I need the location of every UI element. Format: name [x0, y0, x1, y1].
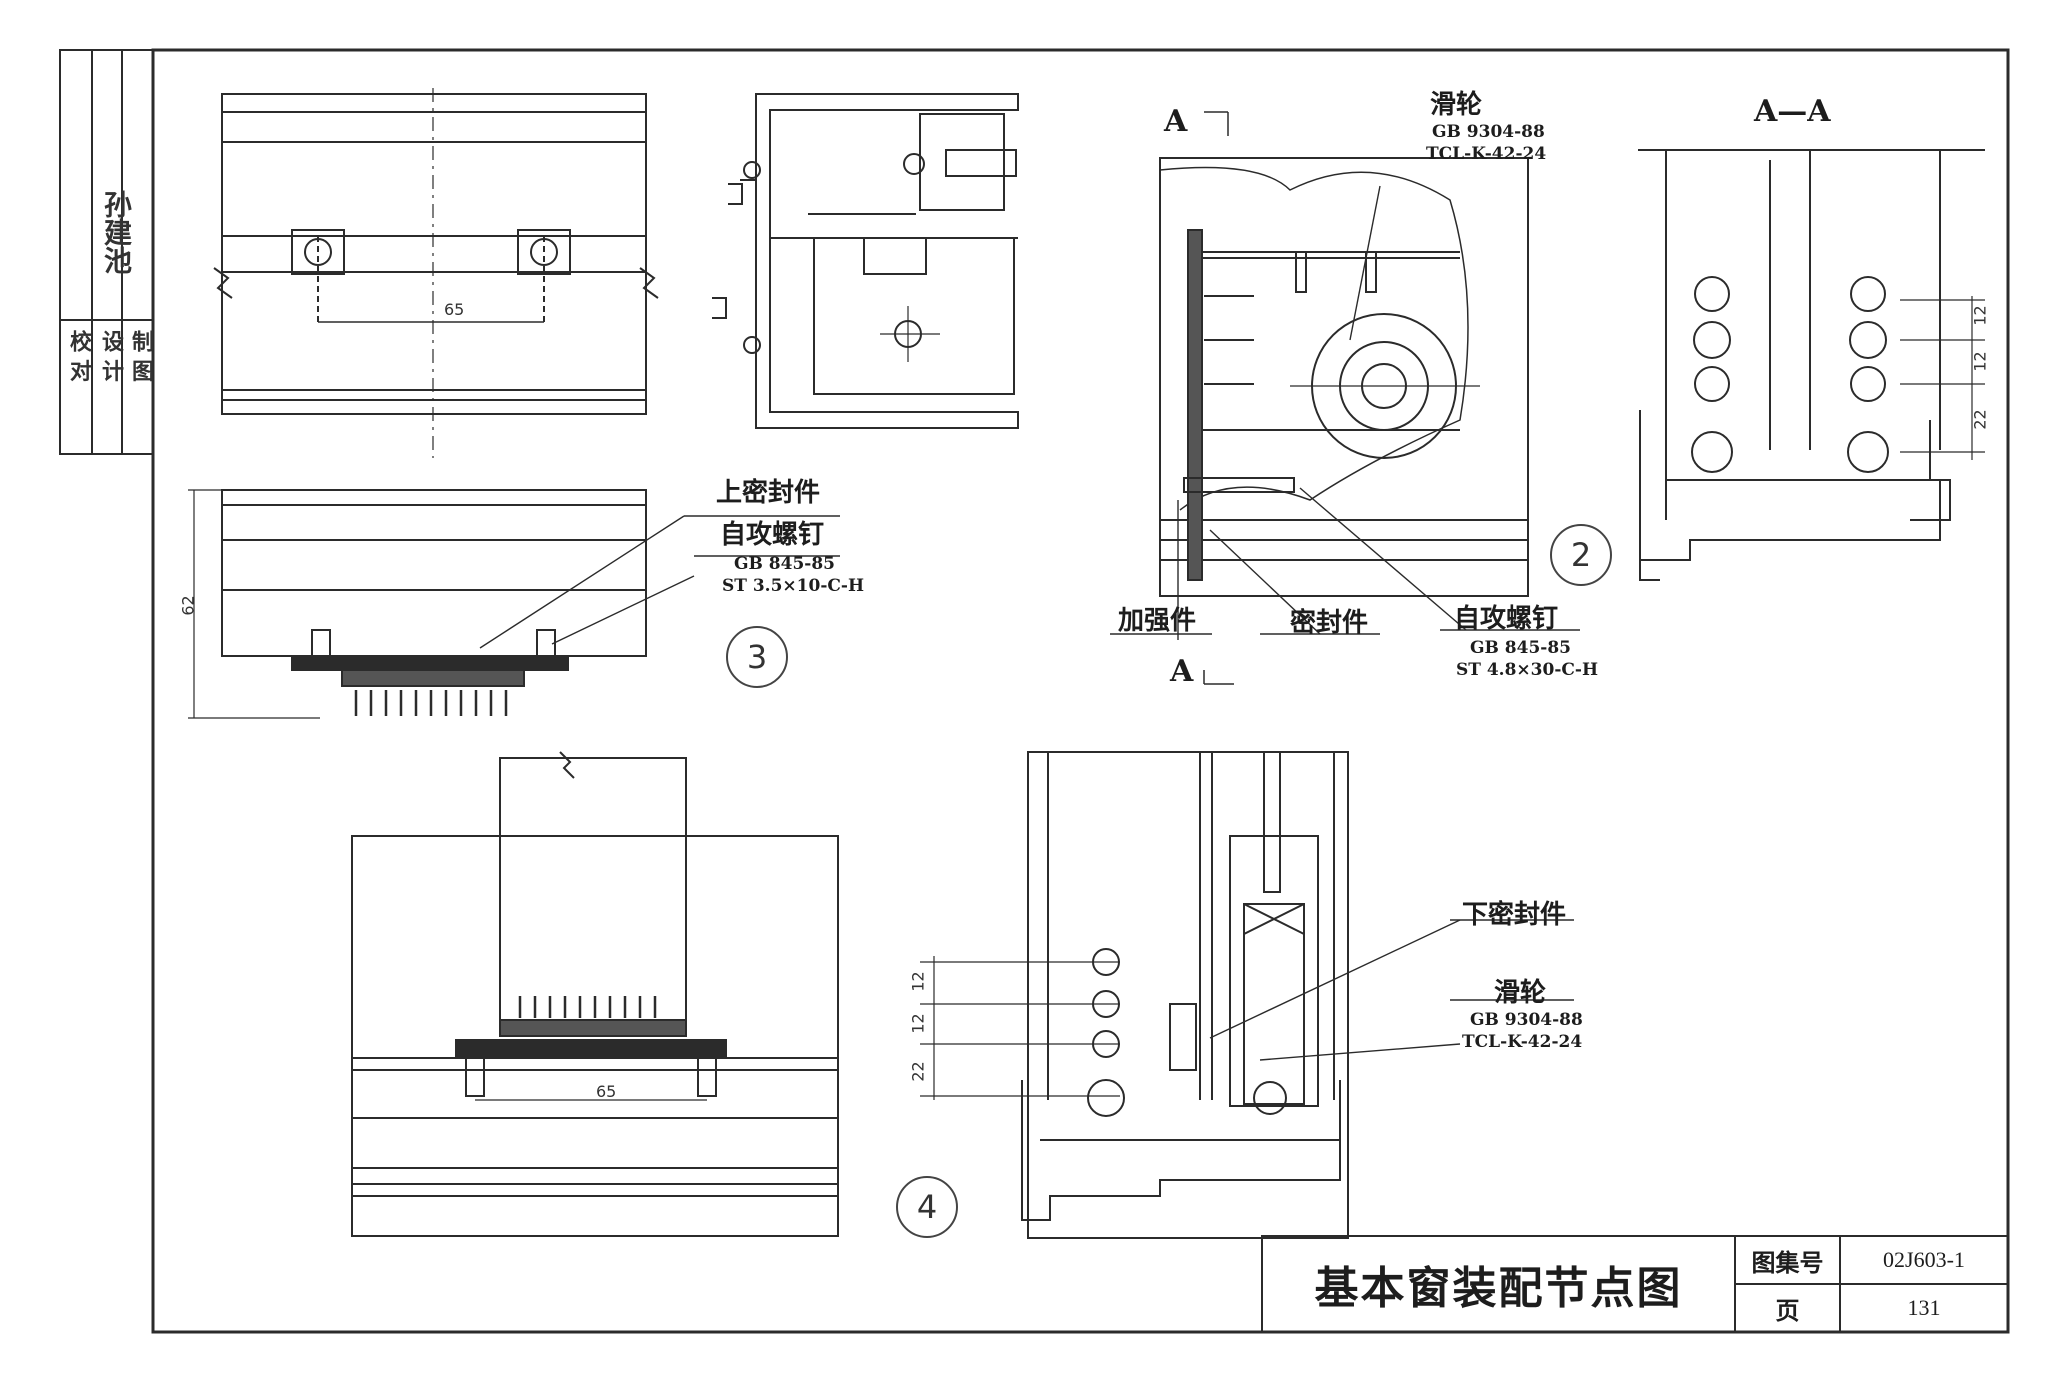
- dim-gap-12-b1: 12: [908, 971, 928, 992]
- reinforcement-label: 加强件: [1118, 606, 1197, 636]
- dim-gap-22-b: 22: [908, 1061, 928, 1082]
- side-strip-frame: [59, 49, 154, 455]
- detail-4-assembly: [351, 751, 839, 1237]
- check-label: 校 对: [66, 330, 91, 382]
- pulley-spec-2: TCL-K-42-24: [1462, 1032, 1583, 1052]
- bottom-center-section: [920, 751, 1574, 1239]
- detail-mark-2: 2: [1550, 524, 1612, 586]
- design-label: 设 计: [98, 330, 123, 382]
- dim-spacing-65-top: 65: [444, 300, 465, 319]
- drawing-title: 基本窗装配节点图: [1314, 1263, 1683, 1314]
- pulley-label: 滑轮: [1430, 90, 1483, 120]
- screw-spec-2: ST 4.8×30-C-H: [1456, 660, 1599, 680]
- pulley-label-2: 滑轮: [1494, 978, 1547, 1008]
- screw-standard-2: GB 845-85: [1470, 638, 1572, 658]
- dim-gap-12-a1: 12: [1970, 305, 1990, 326]
- self-tap-screw-label-2: 自攻螺钉: [1454, 604, 1559, 634]
- detail-mark-4: 4: [896, 1176, 958, 1238]
- pulley-standard-2: GB 9304-88: [1470, 1010, 1583, 1030]
- cut-mark-a-top: A: [1164, 104, 1188, 139]
- dim-gap-12-b2: 12: [908, 1013, 928, 1034]
- designer-signature: 孙建池: [100, 190, 133, 274]
- screw-standard-3: GB 845-85: [734, 554, 836, 574]
- sheet-frame: [151, 48, 2010, 1334]
- atlas-number: 02J603-1: [1883, 1247, 1965, 1272]
- section-a-a-title: A—A: [1754, 94, 1831, 129]
- dim-gap-12-a2: 12: [1970, 351, 1990, 372]
- profile-section-top: [712, 93, 1019, 429]
- detail-2-section: [1110, 111, 1580, 685]
- seal-label: 密封件: [1290, 608, 1369, 638]
- dim-spacing-65-bottom: 65: [596, 1082, 617, 1101]
- detail-3-seal-section: [188, 489, 840, 719]
- cut-mark-a-bottom: A: [1170, 654, 1194, 689]
- upper-seal-label: 上密封件: [716, 478, 821, 508]
- dim-gap-22-a: 22: [1970, 409, 1990, 430]
- draw-label: 制 图: [128, 330, 153, 382]
- detail-mark-3: 3: [726, 626, 788, 688]
- atlas-number-label: 图集号: [1751, 1248, 1824, 1277]
- pulley-spec: TCL-K-42-24: [1426, 144, 1547, 164]
- section-a-a: [1638, 149, 1985, 581]
- page-label: 页: [1775, 1296, 1800, 1325]
- lower-seal-label: 下密封件: [1462, 900, 1567, 930]
- self-tap-screw-label-3: 自攻螺钉: [720, 520, 825, 550]
- dim-height-62: 62: [178, 595, 198, 616]
- page-number: 131: [1907, 1295, 1941, 1320]
- pulley-standard: GB 9304-88: [1432, 122, 1545, 142]
- screw-spec-3: ST 3.5×10-C-H: [722, 576, 865, 596]
- detail-3-top-view: [213, 88, 659, 458]
